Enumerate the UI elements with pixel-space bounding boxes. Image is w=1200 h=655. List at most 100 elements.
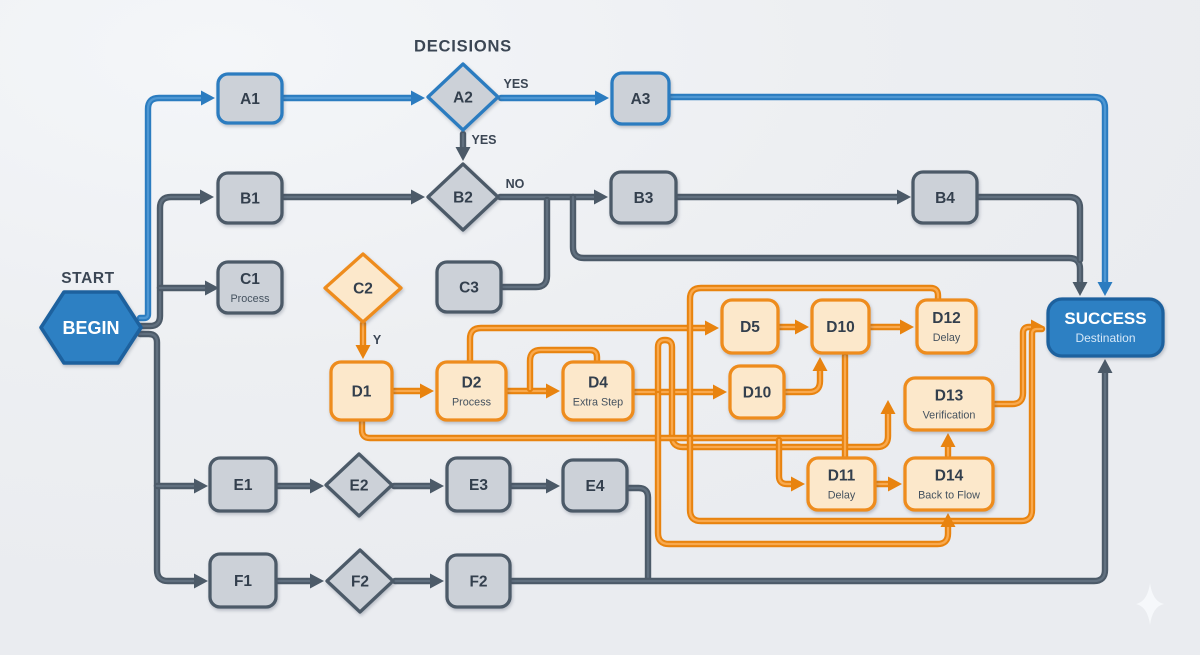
- node-label-d2: D2: [462, 375, 482, 392]
- edge-c3-join-up: [499, 196, 551, 291]
- node-b1: B1: [216, 171, 284, 225]
- edge-e2-e3: [390, 478, 444, 494]
- edge-bus-d11-left: [775, 436, 805, 492]
- edge-bottom-bus-d14: [654, 390, 956, 548]
- edge-a2-b2-yes: [455, 130, 471, 161]
- node-label-f2d: F2: [351, 574, 369, 591]
- node-sublabel-d13: Verification: [923, 410, 976, 422]
- node-d10b: D10: [728, 364, 786, 420]
- node-label-success: SUCCESS: [1064, 309, 1146, 328]
- edge-a1-a2: [280, 90, 425, 106]
- edge-e4-drop: [625, 484, 652, 583]
- node-a3: A3: [610, 71, 671, 126]
- node-label-e4: E4: [586, 478, 605, 495]
- node-c2: C2: [323, 252, 403, 324]
- node-label-d11: D11: [828, 468, 856, 485]
- node-f1: F1: [208, 552, 278, 609]
- node-label-d1: D1: [352, 384, 372, 401]
- edge-e3-e4: [508, 478, 560, 494]
- node-label-f2: F2: [469, 574, 487, 591]
- edge-begin-e1: [153, 478, 208, 494]
- node-label-b4: B4: [935, 190, 955, 207]
- edge-b4-merge: [975, 193, 1084, 264]
- node-label-e1: E1: [234, 477, 253, 494]
- node-b2: B2: [426, 162, 500, 232]
- node-a1: A1: [216, 72, 284, 125]
- edge-d14-d13: [940, 433, 956, 460]
- edge-label-yes-top: YES: [503, 77, 529, 91]
- edge-label-y: Y: [372, 333, 382, 347]
- edge-d4-d10b: [631, 384, 727, 400]
- decisions-label: DECISIONS: [414, 37, 512, 56]
- node-label-a1: A1: [240, 91, 260, 108]
- node-sublabel-d11: Delay: [828, 490, 856, 502]
- edge-a2-a3-yes: [497, 90, 609, 106]
- node-label-d13: D13: [935, 388, 964, 405]
- node-sublabel-c1: Process: [230, 293, 270, 305]
- edge-no-bus-success: [569, 193, 1088, 296]
- node-label-begin: BEGIN: [62, 318, 119, 338]
- node-f2d: F2: [325, 548, 395, 614]
- node-b3: B3: [609, 170, 678, 225]
- start-label: START: [61, 270, 115, 287]
- node-d1: D1: [329, 360, 394, 422]
- edge-d1-d2: [390, 383, 434, 399]
- node-label-f1: F1: [234, 573, 252, 590]
- edge-a3-success: [667, 93, 1113, 296]
- node-label-d10b: D10: [743, 385, 771, 402]
- edge-label-yes-mid: YES: [471, 133, 497, 147]
- edge-e1-e2: [274, 478, 324, 494]
- node-label-b1: B1: [240, 191, 260, 208]
- edge-label-no: NO: [505, 177, 525, 191]
- node-label-a3: A3: [631, 91, 651, 108]
- edge-b1-b2: [280, 189, 425, 205]
- node-begin: BEGIN: [39, 290, 143, 365]
- edge-f2-success: [508, 359, 1113, 585]
- node-label-d14: D14: [935, 468, 964, 485]
- node-label-c3: C3: [459, 280, 479, 297]
- edge-d11-d14: [873, 476, 902, 492]
- node-label-d12: D12: [932, 310, 960, 327]
- node-label-c2: C2: [353, 281, 373, 298]
- node-label-b3: B3: [634, 190, 654, 207]
- node-label-e3: E3: [469, 477, 488, 494]
- edge-d1-bottom-bus: [358, 418, 849, 442]
- sparkle-icon: [1136, 583, 1164, 625]
- node-sublabel-d12: Delay: [933, 332, 961, 344]
- node-a2: A2: [426, 62, 500, 132]
- node-sublabel-d14: Back to Flow: [918, 490, 980, 502]
- edge-d2-d4-toploop: [526, 346, 601, 393]
- node-d5: D5: [720, 298, 780, 355]
- node-e2: E2: [324, 452, 394, 518]
- node-label-d10a: D10: [826, 319, 854, 336]
- edge-b2-b3-no: [496, 189, 608, 205]
- node-label-c1: C1: [240, 271, 260, 288]
- edge-d2-top-d5: [466, 320, 719, 366]
- edge-f2d-f2: [391, 573, 444, 589]
- node-label-b2: B2: [453, 190, 473, 207]
- node-e4: E4: [561, 458, 629, 513]
- edge-d10b-d10: [782, 357, 828, 396]
- node-f2: F2: [445, 553, 512, 609]
- node-label-d5: D5: [740, 319, 760, 336]
- node-label-a2: A2: [453, 90, 473, 107]
- edge-d2-d4: [504, 383, 560, 399]
- edge-begin-f1: [136, 330, 208, 589]
- edge-b3-b4: [674, 189, 911, 205]
- edge-begin-a1: [136, 90, 215, 322]
- edge-c2-d1-y: [355, 320, 371, 359]
- node-label-d4: D4: [588, 375, 608, 392]
- node-b4: B4: [911, 170, 979, 225]
- edge-begin-c1: [156, 280, 219, 296]
- node-label-e2: E2: [350, 478, 369, 495]
- node-e3: E3: [445, 456, 512, 513]
